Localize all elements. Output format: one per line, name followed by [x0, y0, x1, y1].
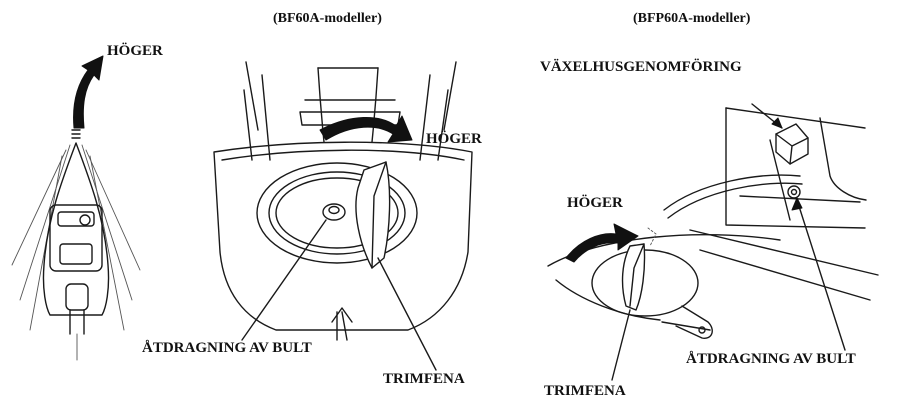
bfp60a-trimfin-label: TRIMFENA [544, 383, 626, 399]
bf60a-trimfin-label: TRIMFENA [383, 371, 465, 387]
bfp60a-illustration [547, 103, 879, 381]
bf60a-bolt-label: ÅTDRAGNING AV BULT [142, 340, 312, 356]
bf60a-right-label: HÖGER [426, 131, 482, 147]
left-right-label: HÖGER [107, 43, 163, 59]
boat-topview-illustration [11, 55, 141, 361]
bfp60a-title: (BFP60A-modeller) [633, 11, 751, 26]
gearcase-passthrough-label: VÄXELHUSGENOMFÖRING [540, 59, 742, 75]
bf60a-illustration [213, 61, 473, 371]
bfp60a-right-label: HÖGER [567, 195, 623, 211]
bf60a-title: (BF60A-modeller) [273, 11, 382, 26]
bfp60a-bolt-label: ÅTDRAGNING AV BULT [686, 351, 856, 367]
